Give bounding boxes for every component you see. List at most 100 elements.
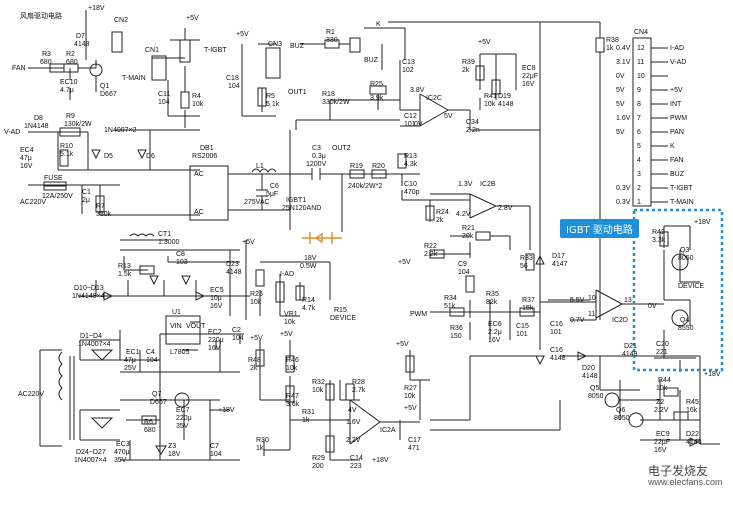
- label-18v-ic2a: +18V: [372, 457, 389, 464]
- label-r31-value: 1k: [302, 417, 310, 424]
- cn4-pin-name: T-MAIN: [670, 199, 694, 206]
- label-r9: R9: [66, 113, 75, 120]
- label-t-main: T-MAIN: [122, 75, 146, 82]
- label-r39: R39: [462, 59, 475, 66]
- label-vin: VIN: [170, 323, 182, 330]
- label-d19-value: 4148: [498, 101, 514, 108]
- label-c7: C7: [210, 443, 219, 450]
- label-c1-value: 2μ: [82, 197, 90, 204]
- label-q5-value: 8050: [588, 393, 604, 400]
- label-buz: BUZ: [290, 43, 305, 50]
- label-c3-voltage: 1200V: [306, 161, 327, 168]
- label-18v-q5: +18V: [704, 371, 721, 378]
- label-d1-d4-value: 1N4007×4: [78, 341, 111, 348]
- label-d10-d13: D10~D13: [74, 285, 104, 292]
- label-r37: R37: [522, 297, 535, 304]
- label-d23: D23: [226, 261, 239, 268]
- label-c6-value: 5μF: [266, 191, 278, 198]
- label-r3-value: 680: [40, 59, 52, 66]
- label-c2: C2: [232, 327, 241, 334]
- label-c34-value: 2.2n: [466, 127, 480, 134]
- label-c17-value: 471: [408, 445, 420, 452]
- label-device-driver: DEVICE: [678, 283, 704, 290]
- label-c13-value: 102: [402, 67, 414, 74]
- label-cn1: CN1: [145, 47, 159, 54]
- label-ec4: EC4: [20, 147, 34, 154]
- label-device: DEVICE: [330, 315, 356, 322]
- label-d21: D21: [624, 343, 637, 350]
- label-vout: VOUT: [186, 323, 206, 330]
- label-r4-value: 10k: [192, 101, 204, 108]
- label-c8-value: 103: [176, 259, 188, 266]
- label-r33-value: 56: [520, 263, 528, 270]
- label-c9-value: 104: [458, 269, 470, 276]
- cn4-pin-voltage: 0.3V: [616, 185, 631, 192]
- label-r19-r20-value: 240k/2W*2: [348, 183, 382, 190]
- label-r29-value: 200: [312, 463, 324, 470]
- cn4-pin-number: 10: [637, 73, 645, 80]
- label-pin10: 10: [588, 295, 596, 302]
- label-ac220-top: AC220V: [20, 199, 46, 206]
- label-4v: 4V: [348, 407, 357, 414]
- label-fuse: FUSE: [44, 175, 63, 182]
- label-r21-value: 20k: [462, 233, 474, 240]
- label-5v-g: +5V: [396, 341, 409, 348]
- cn4-pin-voltage: 1.6V: [616, 115, 631, 122]
- cn4-pin-name: T-IGBT: [670, 185, 693, 192]
- label-c10-value: 470p: [404, 189, 420, 196]
- label-q6-value: 8050: [614, 415, 630, 422]
- label-r1: R1: [326, 29, 335, 36]
- label-r27-value: 10k: [404, 393, 416, 400]
- label-d24-d27-value: 1N4007×4: [74, 457, 107, 464]
- label-ec1-value: 47μ: [124, 357, 136, 364]
- label-ec9: EC9: [656, 431, 670, 438]
- label-c8: C8: [176, 251, 185, 258]
- label-z2: Z2: [656, 399, 664, 406]
- label-q3: Q3: [680, 247, 689, 254]
- label-d5d6: 1N4007×2: [104, 127, 137, 134]
- label-ec3-value: 470μ: [114, 449, 130, 456]
- label-c16b-value: 4148: [550, 355, 566, 362]
- label-l1: L1: [256, 163, 264, 170]
- label-r38: R38: [606, 37, 619, 44]
- label-c14: C14: [350, 455, 363, 462]
- label-r24: R24: [436, 209, 449, 216]
- label-ec10: EC10: [60, 79, 78, 86]
- label-q3-value: 8050: [678, 255, 694, 262]
- label-c18: C18: [226, 75, 239, 82]
- label-r30: R30: [256, 437, 269, 444]
- label-r13b-value: 1.5k: [118, 271, 132, 278]
- cn4-pin-name: V-AD: [670, 59, 686, 66]
- label-ic2d: IC2D: [612, 317, 628, 324]
- cn4-pin-number: 11: [637, 59, 644, 66]
- label-2.2v: 2.2V: [346, 437, 361, 444]
- label-ac220-bottom: AC220V: [18, 391, 44, 398]
- label-c20: C20: [656, 341, 669, 348]
- label-d7: D7: [76, 33, 85, 40]
- cn4-pin-number: 4: [637, 157, 641, 164]
- label-c4: C4: [146, 349, 155, 356]
- label-c16: C16: [550, 321, 563, 328]
- cn4-pin-name: +5V: [670, 87, 683, 94]
- label-5v-ic2c: 5V: [444, 113, 453, 120]
- label-fan-circuit: 风扇驱动电路: [20, 11, 62, 20]
- label-d8-value: 1N4148: [24, 123, 49, 130]
- label-r36-value: 150: [450, 333, 462, 340]
- label-c14-value: 223: [350, 463, 362, 470]
- label-q4-value: 8550: [678, 325, 694, 332]
- label-r47-value: 3.6k: [286, 401, 300, 408]
- label-c15: C15: [516, 323, 529, 330]
- label-r41: R41: [484, 93, 497, 100]
- label-u1: U1: [172, 309, 181, 316]
- label-q7-value: D667: [150, 399, 167, 406]
- label-q5: Q5: [590, 385, 599, 392]
- label-ic2a: IC2A: [380, 427, 396, 434]
- label-r47: R47: [286, 393, 299, 400]
- cn4-pin-voltage: 0.4V: [616, 45, 631, 52]
- label-r30-value: 1k: [256, 445, 264, 452]
- label-vr1-value: 10k: [284, 319, 296, 326]
- label-i-ad: I-AD: [280, 271, 294, 278]
- label-r42-value: 3.3k: [652, 237, 666, 244]
- label-r21: R21: [462, 225, 475, 232]
